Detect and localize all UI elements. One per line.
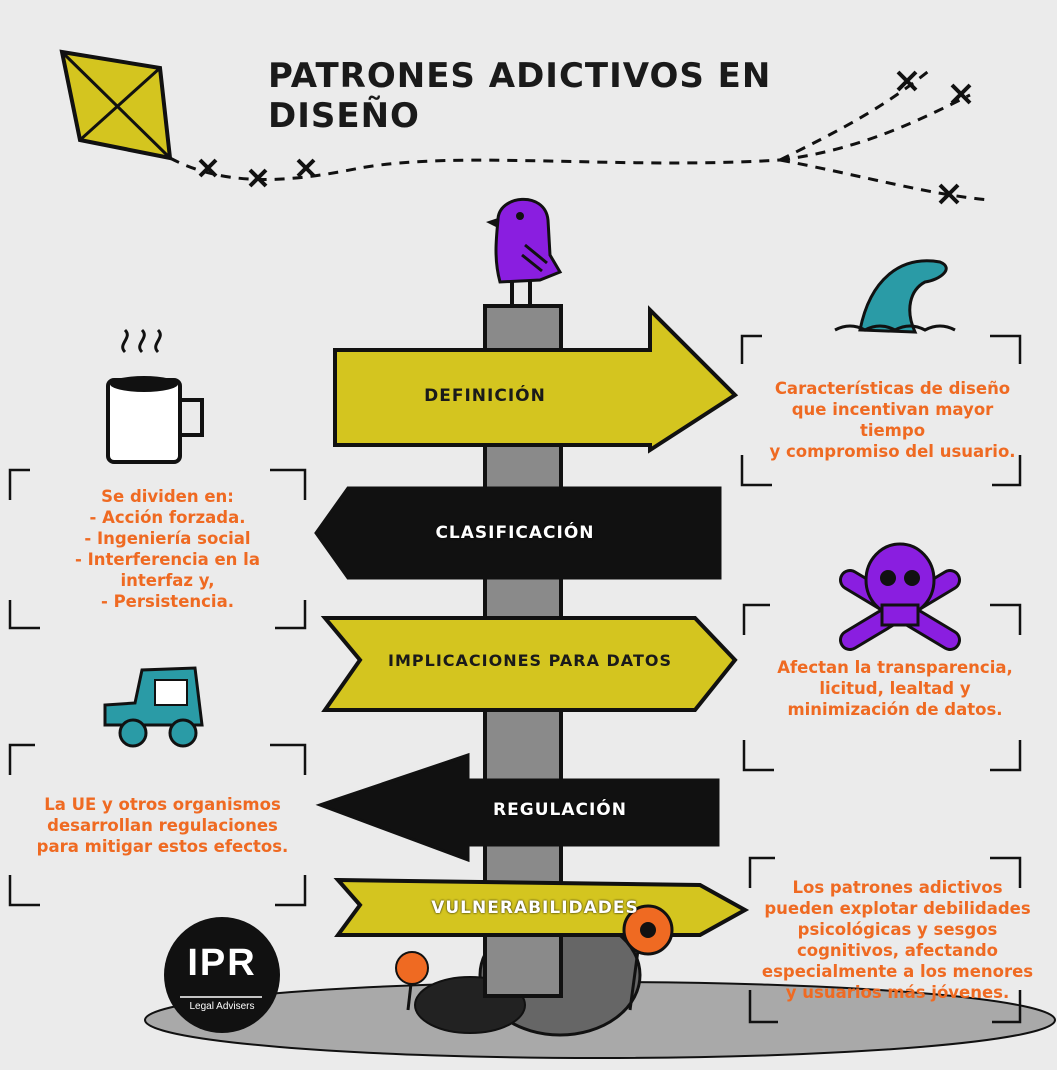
wave-icon: [834, 259, 956, 334]
bracket-boxes: [8, 334, 1022, 1024]
note-clasificacion: Se dividen en: - Acción forzada. - Ingen…: [40, 486, 295, 612]
note-line: - Acción forzada.: [89, 508, 246, 527]
ipr-logo: [164, 917, 280, 1033]
note-line: La UE y otros organismos: [44, 795, 281, 814]
note-line: - Ingeniería social: [84, 529, 251, 548]
note-line: psicológicas y sesgos: [797, 920, 998, 939]
note-line: pueden explotar debilidades: [764, 899, 1031, 918]
star-marks: [198, 70, 972, 205]
kite-icon: [59, 49, 173, 161]
sign-label-definicion: DEFINICIÓN: [424, 386, 546, 406]
coffee-mug-icon: [106, 328, 204, 464]
note-line: Características de diseño: [774, 379, 1011, 398]
skull-icon: [839, 542, 961, 651]
sign-label-vulnerabilidades: VULNERABILIDADES: [431, 898, 639, 918]
note-line: especialmente a los menores: [761, 962, 1034, 981]
bird-icon: [486, 197, 563, 308]
note-line: Los patrones adictivos: [792, 878, 1003, 897]
note-regulacion: La UE y otros organismos desarrollan reg…: [20, 794, 305, 857]
note-line: que incentivan mayor tiempo: [791, 400, 994, 440]
note-line: licitud, lealtad y: [819, 679, 971, 698]
logo-main-text: IPR: [187, 942, 257, 984]
flower-icon: [395, 904, 674, 1011]
note-line: interfaz y,: [120, 571, 215, 590]
note-line: desarrollan regulaciones: [47, 816, 278, 835]
note-line: para mitigar estos efectos.: [36, 837, 289, 856]
sign-label-clasificacion: CLASIFICACIÓN: [435, 523, 595, 543]
note-line: Afectan la transparencia,: [777, 658, 1013, 677]
kite-string: [169, 68, 991, 202]
note-line: cognitivos, afectando: [797, 941, 998, 960]
sign-arrow-implicaciones: [320, 616, 738, 712]
note-line: Se dividen en:: [101, 487, 234, 506]
note-line: y compromiso del usuario.: [769, 442, 1016, 461]
note-line: - Persistencia.: [101, 592, 234, 611]
sign-arrow-definicion: [333, 305, 739, 454]
note-line: - Interferencia en la: [75, 550, 260, 569]
page-title: PATRONES ADICTIVOS EN DISEÑO: [268, 56, 772, 136]
note-implicaciones: Afectan la transparencia, licitud, lealt…: [760, 657, 1030, 720]
note-vulnerabilidades: Los patrones adictivos pueden explotar d…: [760, 877, 1035, 1003]
note-definicion: Características de diseño que incentivan…: [760, 378, 1025, 462]
sign-arrow-clasificacion: [314, 486, 722, 580]
logo-sub-text: Legal Advisers: [189, 1001, 255, 1012]
note-line: y usuarios más jóvenes.: [785, 983, 1010, 1002]
note-line: minimización de datos.: [787, 700, 1003, 719]
sign-label-implicaciones: IMPLICACIONES PARA DATOS: [388, 651, 672, 670]
sign-label-regulacion: REGULACIÓN: [493, 800, 627, 820]
car-icon: [103, 666, 204, 748]
sign-arrow-regulacion: [315, 752, 720, 863]
